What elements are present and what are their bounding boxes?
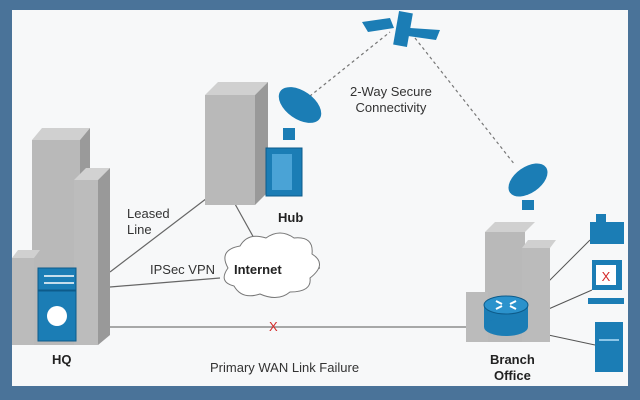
leased-line-link	[109, 191, 216, 273]
hq-switch-icon	[37, 267, 77, 342]
branch-router-icon	[483, 295, 529, 336]
pc-error-mark: X	[602, 269, 611, 284]
hub-satellite-dish-icon	[278, 87, 322, 140]
server-icon	[595, 322, 623, 372]
hq-label: HQ	[52, 352, 72, 367]
internet-cloud-icon	[223, 232, 320, 298]
link-failure-mark: X	[269, 319, 278, 334]
internet-label: Internet	[234, 262, 282, 277]
wan-failure-label: Primary WAN Link Failure	[210, 360, 360, 375]
ipsec-vpn-link	[109, 277, 221, 288]
hub-label: Hub	[278, 210, 304, 225]
ipsec-vpn-label: IPSec VPN	[150, 262, 216, 277]
satellite-link-hub	[304, 31, 391, 101]
pc-icon: X	[588, 260, 624, 304]
hub-device-icon	[265, 147, 303, 197]
satellite-link-branch	[414, 37, 516, 166]
ip-phone-icon	[590, 214, 624, 244]
satellite-icon	[362, 11, 440, 47]
branch-satellite-dish-icon	[508, 163, 548, 210]
hub-building-icon	[205, 82, 268, 205]
